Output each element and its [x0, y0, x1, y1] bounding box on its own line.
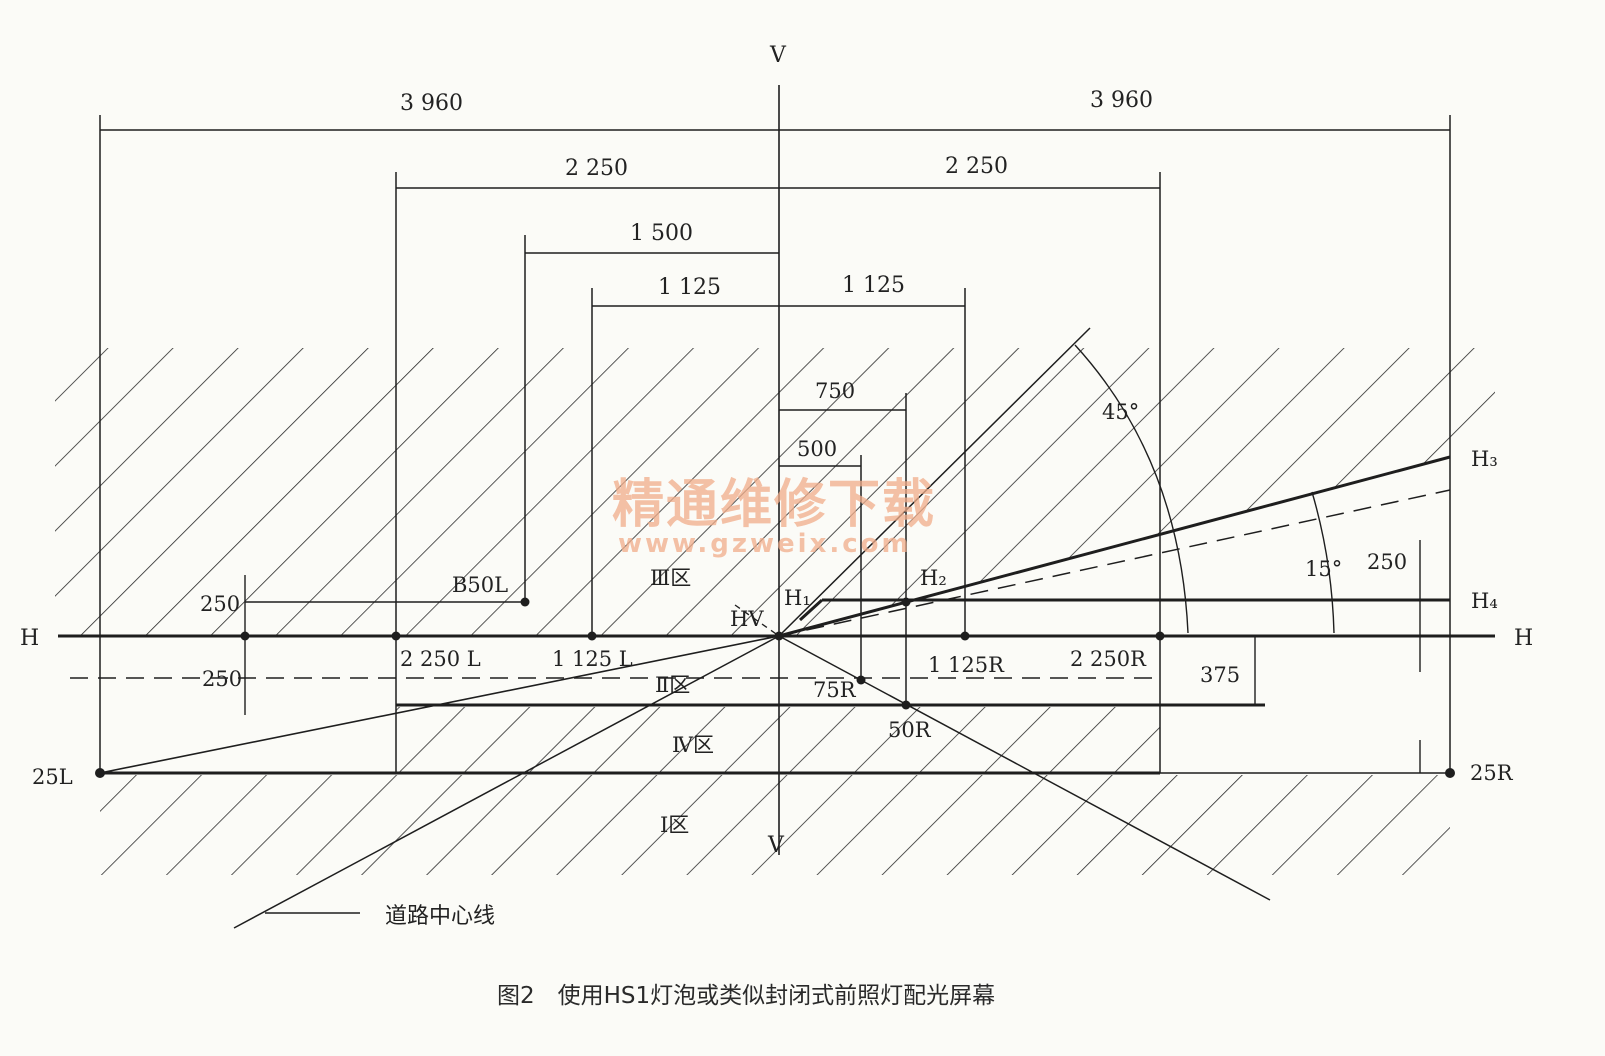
label-h2: H₂ [920, 566, 947, 590]
dim-500: 500 [797, 437, 837, 461]
dim-750: 750 [815, 379, 855, 403]
v-bottom-label: V [767, 833, 785, 858]
dim-2250-right: 2 250 [945, 154, 1008, 179]
label-75r: 75R [813, 678, 857, 702]
line-25l-to-hv [99, 635, 780, 774]
label-h1: H₁ [784, 586, 811, 610]
v-top-label: V [769, 43, 787, 68]
zone-iv-hatched-area [396, 707, 1160, 773]
angle-45-label: 45° [1102, 400, 1139, 424]
h1-step [798, 598, 824, 622]
h-left-label: H [20, 626, 39, 651]
h-right-label: H [1514, 626, 1533, 651]
label-h4: H₄ [1471, 589, 1498, 613]
label-zone-iii: Ⅲ区 [650, 566, 691, 590]
h3-cutoff-line [778, 455, 1451, 638]
extension-lines [99, 115, 1451, 775]
label-b50l: B50L [452, 573, 508, 597]
right-side-dims [244, 540, 1421, 773]
dim-1125-right: 1 125 [842, 273, 905, 298]
dashed-hv-short [734, 604, 780, 637]
angle-15-label: 15° [1305, 557, 1342, 581]
label-1125r: 1 125R [928, 653, 1005, 677]
label-2250r: 2 250R [1070, 647, 1147, 671]
watermark-url: www.gzweix.com [618, 529, 912, 559]
label-h3: H₃ [1471, 447, 1498, 471]
dim-1125-left: 1 125 [658, 275, 721, 300]
dim-250-down: 250 [202, 667, 242, 691]
label-25r: 25R [1470, 761, 1514, 785]
dim-375: 375 [1200, 663, 1240, 687]
dim-250-up: 250 [200, 592, 240, 616]
dim-1500: 1 500 [630, 221, 693, 246]
label-1125l: 1 125 L [552, 647, 633, 671]
dimension-lines [100, 129, 1450, 467]
dashed-15-line [778, 489, 1451, 637]
label-zone-i: Ⅰ区 [660, 813, 689, 837]
label-zone-iv: Ⅳ区 [672, 733, 714, 757]
dim-250-right: 250 [1367, 550, 1407, 574]
zone-i-hatched-area [100, 775, 1450, 875]
dim-3960-right: 3 960 [1090, 88, 1153, 113]
dim-3960-left: 3 960 [400, 91, 463, 116]
dim-2250-left: 2 250 [565, 156, 628, 181]
label-2250l: 2 250 L [400, 647, 481, 671]
marker-points [95, 597, 1455, 778]
watermark-title: 精通维修下载 [612, 475, 936, 535]
road-center-line [233, 635, 780, 929]
arc-45 [1074, 344, 1189, 634]
zone-iii-hatched-area [55, 348, 1495, 636]
label-hv: HV [730, 607, 764, 631]
road-center-label: 道路中心线 [385, 904, 495, 929]
figure-caption: 图2 使用HS1灯泡或类似封闭式前照灯配光屏幕 [497, 983, 995, 1009]
label-50r: 50R [888, 718, 932, 742]
arc-15 [1311, 491, 1335, 634]
label-25l: 25L [32, 765, 73, 789]
line-45 [778, 327, 1091, 637]
label-zone-ii: Ⅱ区 [655, 673, 690, 697]
